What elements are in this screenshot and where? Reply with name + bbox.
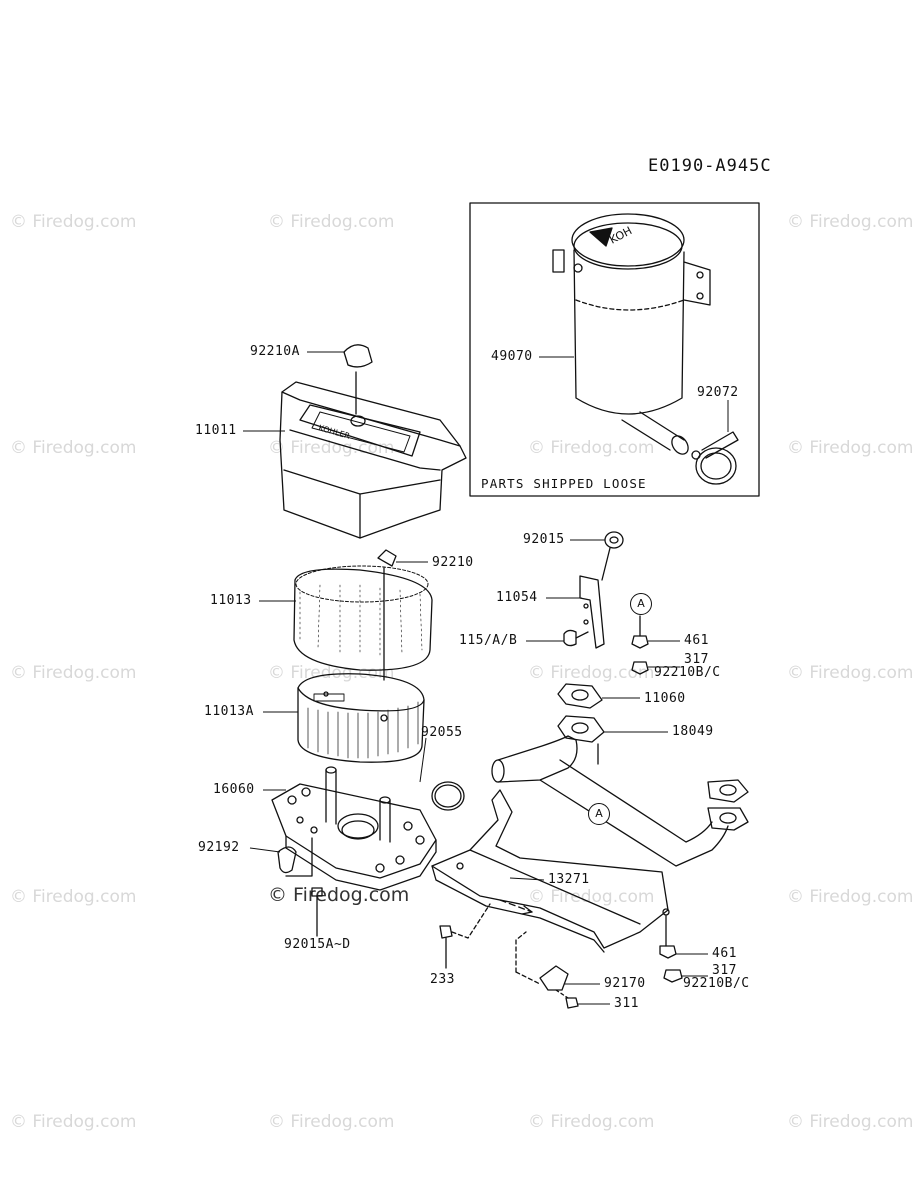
muffler-bracket	[563, 531, 624, 649]
watermark: © Firedog.com	[787, 438, 914, 458]
watermark: © Firedog.com	[268, 663, 395, 683]
watermark: © Firedog.com	[268, 212, 395, 232]
watermark: © Firedog.com	[787, 887, 914, 907]
watermark: © Firedog.com	[528, 887, 655, 907]
watermark: © Firedog.com	[528, 663, 655, 683]
part-label-11054[interactable]: 11054	[496, 590, 538, 605]
retainer-clip	[377, 549, 397, 567]
part-label-317-lower[interactable]: 317	[712, 963, 737, 978]
exhaust-pipe	[491, 735, 749, 867]
nut-317-lower	[663, 969, 683, 983]
diagram-code: E0190-A945C	[648, 156, 772, 176]
part-label-49070[interactable]: 49070	[491, 349, 533, 364]
nut-311	[565, 997, 579, 1009]
watermark: © Firedog.com	[268, 1112, 395, 1132]
watermark: © Firedog.com	[528, 1112, 655, 1132]
leader-lines	[243, 351, 729, 1005]
watermark: © Firedog.com	[528, 438, 655, 458]
precleaner-element	[293, 565, 433, 671]
paper-filter-element	[297, 673, 425, 763]
callout-a-upper: A	[630, 593, 652, 615]
nut-317	[631, 661, 649, 675]
part-label-11013a[interactable]: 11013A	[204, 704, 254, 719]
exhaust-gasket	[557, 683, 603, 709]
callout-a-lower: A	[588, 803, 610, 825]
o-ring	[431, 781, 465, 811]
part-label-461-upper[interactable]: 461	[684, 633, 709, 648]
part-label-92072[interactable]: 92072	[697, 385, 739, 400]
muffler-canister: KOH	[552, 213, 739, 485]
part-label-92170[interactable]: 92170	[604, 976, 646, 991]
air-cleaner-cover: KOHLER	[279, 344, 467, 539]
part-label-16060[interactable]: 16060	[213, 782, 255, 797]
watermark: © Firedog.com	[10, 1112, 137, 1132]
watermark: © Firedog.com	[10, 663, 137, 683]
part-label-92210b-c-upper[interactable]: 92210B/C	[654, 665, 721, 680]
part-label-92210a[interactable]: 92210A	[250, 344, 300, 359]
part-label-11060[interactable]: 11060	[644, 691, 686, 706]
watermark: © Firedog.com	[10, 212, 137, 232]
part-label-233[interactable]: 233	[430, 972, 455, 987]
part-label-18049[interactable]: 18049	[672, 724, 714, 739]
part-label-13271[interactable]: 13271	[548, 872, 590, 887]
part-label-11011[interactable]: 11011	[195, 423, 237, 438]
watermark: © Firedog.com	[10, 887, 137, 907]
watermark: © Firedog.com	[10, 438, 137, 458]
part-label-11013[interactable]: 11013	[210, 593, 252, 608]
part-label-92055[interactable]: 92055	[421, 725, 463, 740]
watermark: © Firedog.com	[268, 438, 395, 458]
part-label-92015a-d[interactable]: 92015A~D	[284, 937, 351, 952]
bracket-92170	[539, 965, 569, 991]
loose-parts-box	[469, 202, 760, 497]
nut-461	[631, 635, 649, 649]
part-label-461-lower[interactable]: 461	[712, 946, 737, 961]
part-label-317-upper[interactable]: 317	[684, 652, 709, 667]
bolt-233	[439, 925, 453, 939]
exhaust-flange	[557, 715, 605, 743]
part-label-92210b-c-lower[interactable]: 92210B/C	[683, 976, 750, 991]
breather-hose	[277, 846, 297, 874]
nut-461-lower	[659, 945, 677, 959]
svg-text:KOHLER: KOHLER	[317, 423, 351, 441]
part-label-92015[interactable]: 92015	[523, 532, 565, 547]
air-cleaner-base	[271, 766, 437, 891]
part-label-92192[interactable]: 92192	[198, 840, 240, 855]
watermark: © Firedog.com	[787, 1112, 914, 1132]
part-label-92210[interactable]: 92210	[432, 555, 474, 570]
parts-shipped-loose-note: PARTS SHIPPED LOOSE	[481, 476, 647, 491]
watermark-overlay: © Firedog.com	[268, 884, 410, 906]
part-label-311[interactable]: 311	[614, 996, 639, 1011]
heat-shield	[431, 789, 670, 953]
watermark: © Firedog.com	[787, 663, 914, 683]
watermark: © Firedog.com	[787, 212, 914, 232]
part-label-115-a-b[interactable]: 115/A/B	[459, 633, 518, 648]
